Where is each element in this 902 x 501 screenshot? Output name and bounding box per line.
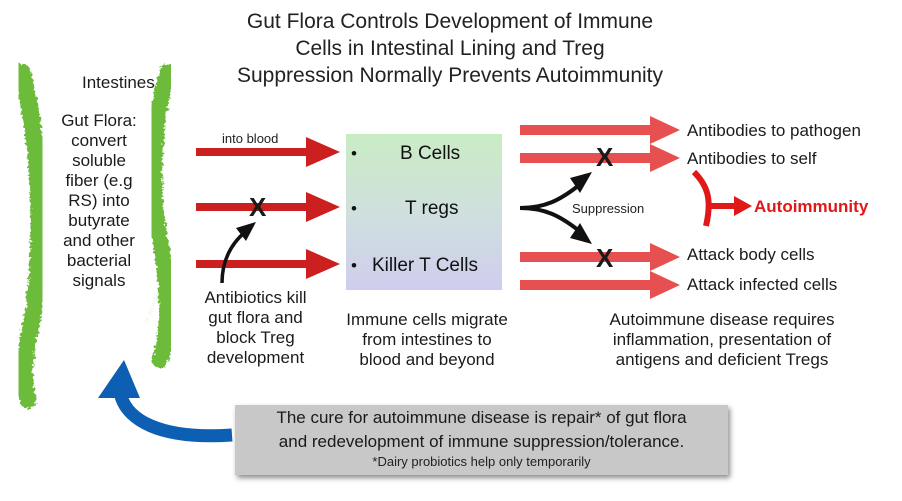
requirement-line: inflammation, presentation of	[612, 330, 832, 349]
killer-t-cells-label: Killer T Cells	[372, 255, 478, 276]
cure-arrowhead	[98, 360, 140, 398]
autoimmunity-arrow	[691, 169, 712, 227]
t-regs-bullet: •	[351, 199, 357, 218]
arrow-to-t-regs	[196, 192, 340, 222]
arrow-to-killer-t-cells	[196, 249, 340, 279]
antibiotics-line: development	[206, 348, 305, 367]
attack-body-cells-x-mark: X	[596, 243, 614, 273]
title-line-1: Gut Flora Controls Development of Immune	[246, 10, 654, 33]
immune-cells-box	[346, 134, 502, 290]
antibiotics-text: Antibiotics kill gut flora and block Tre…	[188, 288, 323, 368]
title-line-3: Suppression Normally Prevents Autoimmuni…	[236, 64, 663, 87]
gut-flora-line: soluble	[72, 151, 126, 170]
t-regs-label: T regs	[405, 198, 459, 219]
antibiotics-arrow	[220, 230, 247, 284]
antibiotics-line: block Treg	[216, 328, 295, 347]
intestines-label: Intestines	[82, 73, 155, 92]
gut-flora-line: bacterial	[66, 251, 132, 270]
arrow-antibodies-self	[520, 144, 680, 172]
cure-arrow	[113, 390, 233, 443]
arrow-antibodies-pathogen	[520, 116, 680, 144]
outcome-attack-infected-cells: Attack infected cells	[687, 275, 838, 294]
cure-callout-box: The cure for autoimmune disease is repai…	[235, 405, 728, 475]
migration-text: Immune cells migrate from intestines to …	[328, 310, 526, 370]
requirement-text: Autoimmune disease requires inflammation…	[574, 310, 870, 370]
arrow-attack-infected-cells	[520, 271, 680, 299]
cure-line-2: and redevelopment of immune suppression/…	[278, 432, 685, 451]
cure-line-1: The cure for autoimmune disease is repai…	[276, 408, 687, 427]
outcome-arrows	[520, 116, 680, 299]
suppression-fork-lower	[519, 206, 580, 232]
suppression-arrowhead-lower	[570, 223, 592, 244]
migration-line: Immune cells migrate	[346, 310, 508, 329]
antibiotics-line: Antibiotics kill	[204, 288, 307, 307]
requirement-line: Autoimmune disease requires	[609, 310, 835, 329]
gut-flora-text: Gut Flora: convert soluble fiber (e.g RS…	[49, 111, 149, 291]
gut-flora-line: Gut Flora:	[61, 111, 137, 130]
gut-flora-line: butyrate	[68, 211, 130, 230]
diagram-title: Gut Flora Controls Development of Immune…	[170, 8, 730, 89]
antibodies-self-x-mark: X	[596, 142, 614, 172]
into-blood-label: into blood	[222, 131, 279, 146]
suppression-arrowhead-upper	[570, 172, 592, 193]
requirement-line: antigens and deficient Tregs	[615, 350, 829, 369]
into-blood-arrows	[196, 137, 340, 279]
b-cells-bullet: •	[351, 144, 357, 163]
antibiotics-arrowhead	[236, 222, 256, 241]
migration-line: blood and beyond	[359, 350, 495, 369]
gut-flora-line: fiber (e.g	[65, 171, 133, 190]
autoimmunity-label: Autoimmunity	[754, 197, 869, 216]
title-line-2: Cells in Intestinal Lining and Treg	[295, 37, 605, 60]
block-treg-x-mark: X	[249, 192, 267, 222]
intestine-wall-left	[13, 63, 48, 409]
killer-t-cells-bullet: •	[351, 256, 357, 275]
arrow-attack-body-cells	[520, 243, 680, 271]
suppression-label: Suppression	[572, 201, 645, 216]
cure-footnote: *Dairy probiotics help only temporarily	[372, 454, 591, 469]
gut-flora-line: signals	[72, 271, 126, 290]
gut-flora-line: convert	[71, 131, 127, 150]
arrow-to-b-cells	[196, 137, 340, 167]
outcome-antibodies-self: Antibodies to self	[687, 149, 817, 168]
outcome-antibodies-pathogen: Antibodies to pathogen	[687, 121, 861, 140]
autoimmunity-arrowhead	[734, 196, 752, 216]
antibiotics-line: gut flora and	[208, 308, 303, 327]
outcome-attack-body-cells: Attack body cells	[687, 245, 815, 264]
intestine-wall-right	[146, 64, 176, 368]
gut-flora-line: and other	[63, 231, 135, 250]
suppression-fork-upper	[519, 184, 580, 210]
gut-flora-line: RS) into	[68, 191, 130, 210]
migration-line: from intestines to	[362, 330, 492, 349]
b-cells-label: B Cells	[400, 143, 461, 164]
